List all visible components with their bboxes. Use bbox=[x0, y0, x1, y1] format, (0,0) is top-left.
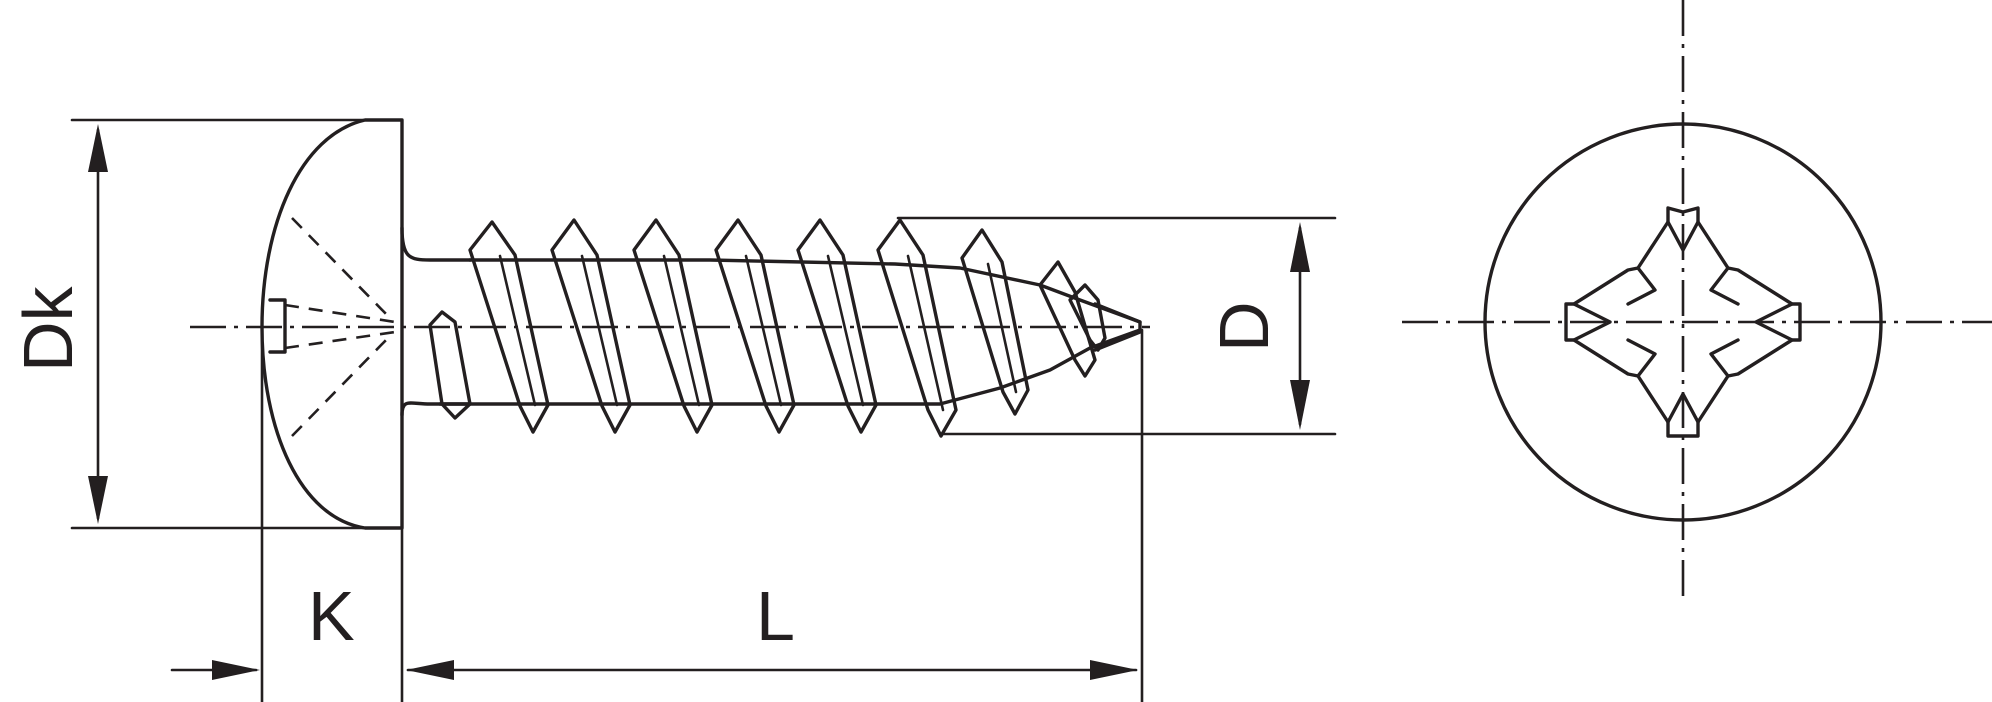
screw-tip bbox=[1093, 302, 1142, 352]
dimension-thread-diameter: D bbox=[896, 216, 1337, 436]
screw-end-view bbox=[1402, 0, 1992, 600]
screw-head-outline bbox=[260, 118, 404, 530]
screw-neck bbox=[400, 226, 472, 417]
dimension-length: K L bbox=[170, 328, 1144, 702]
label-k: K bbox=[308, 577, 355, 655]
label-l: L bbox=[756, 577, 795, 655]
dimension-head-diameter: Dk bbox=[9, 118, 400, 530]
screw-head-notch bbox=[268, 298, 287, 354]
thread-crests bbox=[468, 218, 1107, 438]
label-d: D bbox=[1205, 301, 1283, 352]
phillips-recess-icon bbox=[1564, 206, 1802, 438]
first-thread bbox=[428, 310, 472, 420]
screw-side-view bbox=[190, 118, 1150, 530]
shank-top-edge bbox=[468, 258, 1142, 324]
thread-flanks bbox=[498, 254, 1018, 412]
head-circle bbox=[1483, 122, 1883, 522]
label-dk: Dk bbox=[9, 285, 87, 372]
